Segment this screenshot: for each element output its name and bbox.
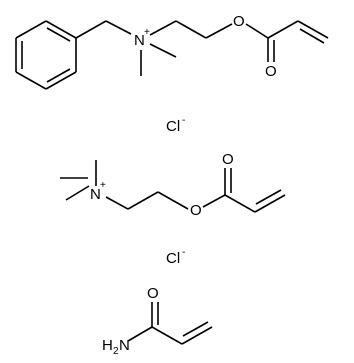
ester-oxygen-label-1: O <box>233 13 245 30</box>
positive-charge-1: + <box>144 27 150 38</box>
molecule-benzyldimethylammonium-ethyl-acrylate: N + O O <box>15 13 329 90</box>
benzene-ring <box>15 20 77 90</box>
amine-subscript: 2 <box>113 346 119 357</box>
amine-h-label: H <box>102 337 113 354</box>
nitrogen-label-1: N <box>134 32 145 49</box>
negative-charge-1: - <box>182 115 185 126</box>
carbonyl-oxygen-label-1: O <box>265 63 277 80</box>
chloride-label-1: Cl <box>166 118 180 135</box>
chloride-ion-2: Cl - <box>166 247 185 267</box>
chloride-label-2: Cl <box>166 250 180 267</box>
chloride-ion-1: Cl - <box>166 115 185 135</box>
molecule-acrylamide: O H 2 N <box>102 285 213 357</box>
carbonyl-oxygen-label-3: O <box>147 285 159 302</box>
carbonyl-oxygen-label-2: O <box>222 151 234 168</box>
ester-oxygen-label-2: O <box>190 202 202 219</box>
negative-charge-2: - <box>182 247 185 258</box>
amine-n-label: N <box>119 337 130 354</box>
molecule-trimethylammonium-ethyl-acrylate: N + O O <box>60 151 286 219</box>
nitrogen-label-2: N <box>90 186 101 203</box>
positive-charge-2: + <box>100 180 106 191</box>
